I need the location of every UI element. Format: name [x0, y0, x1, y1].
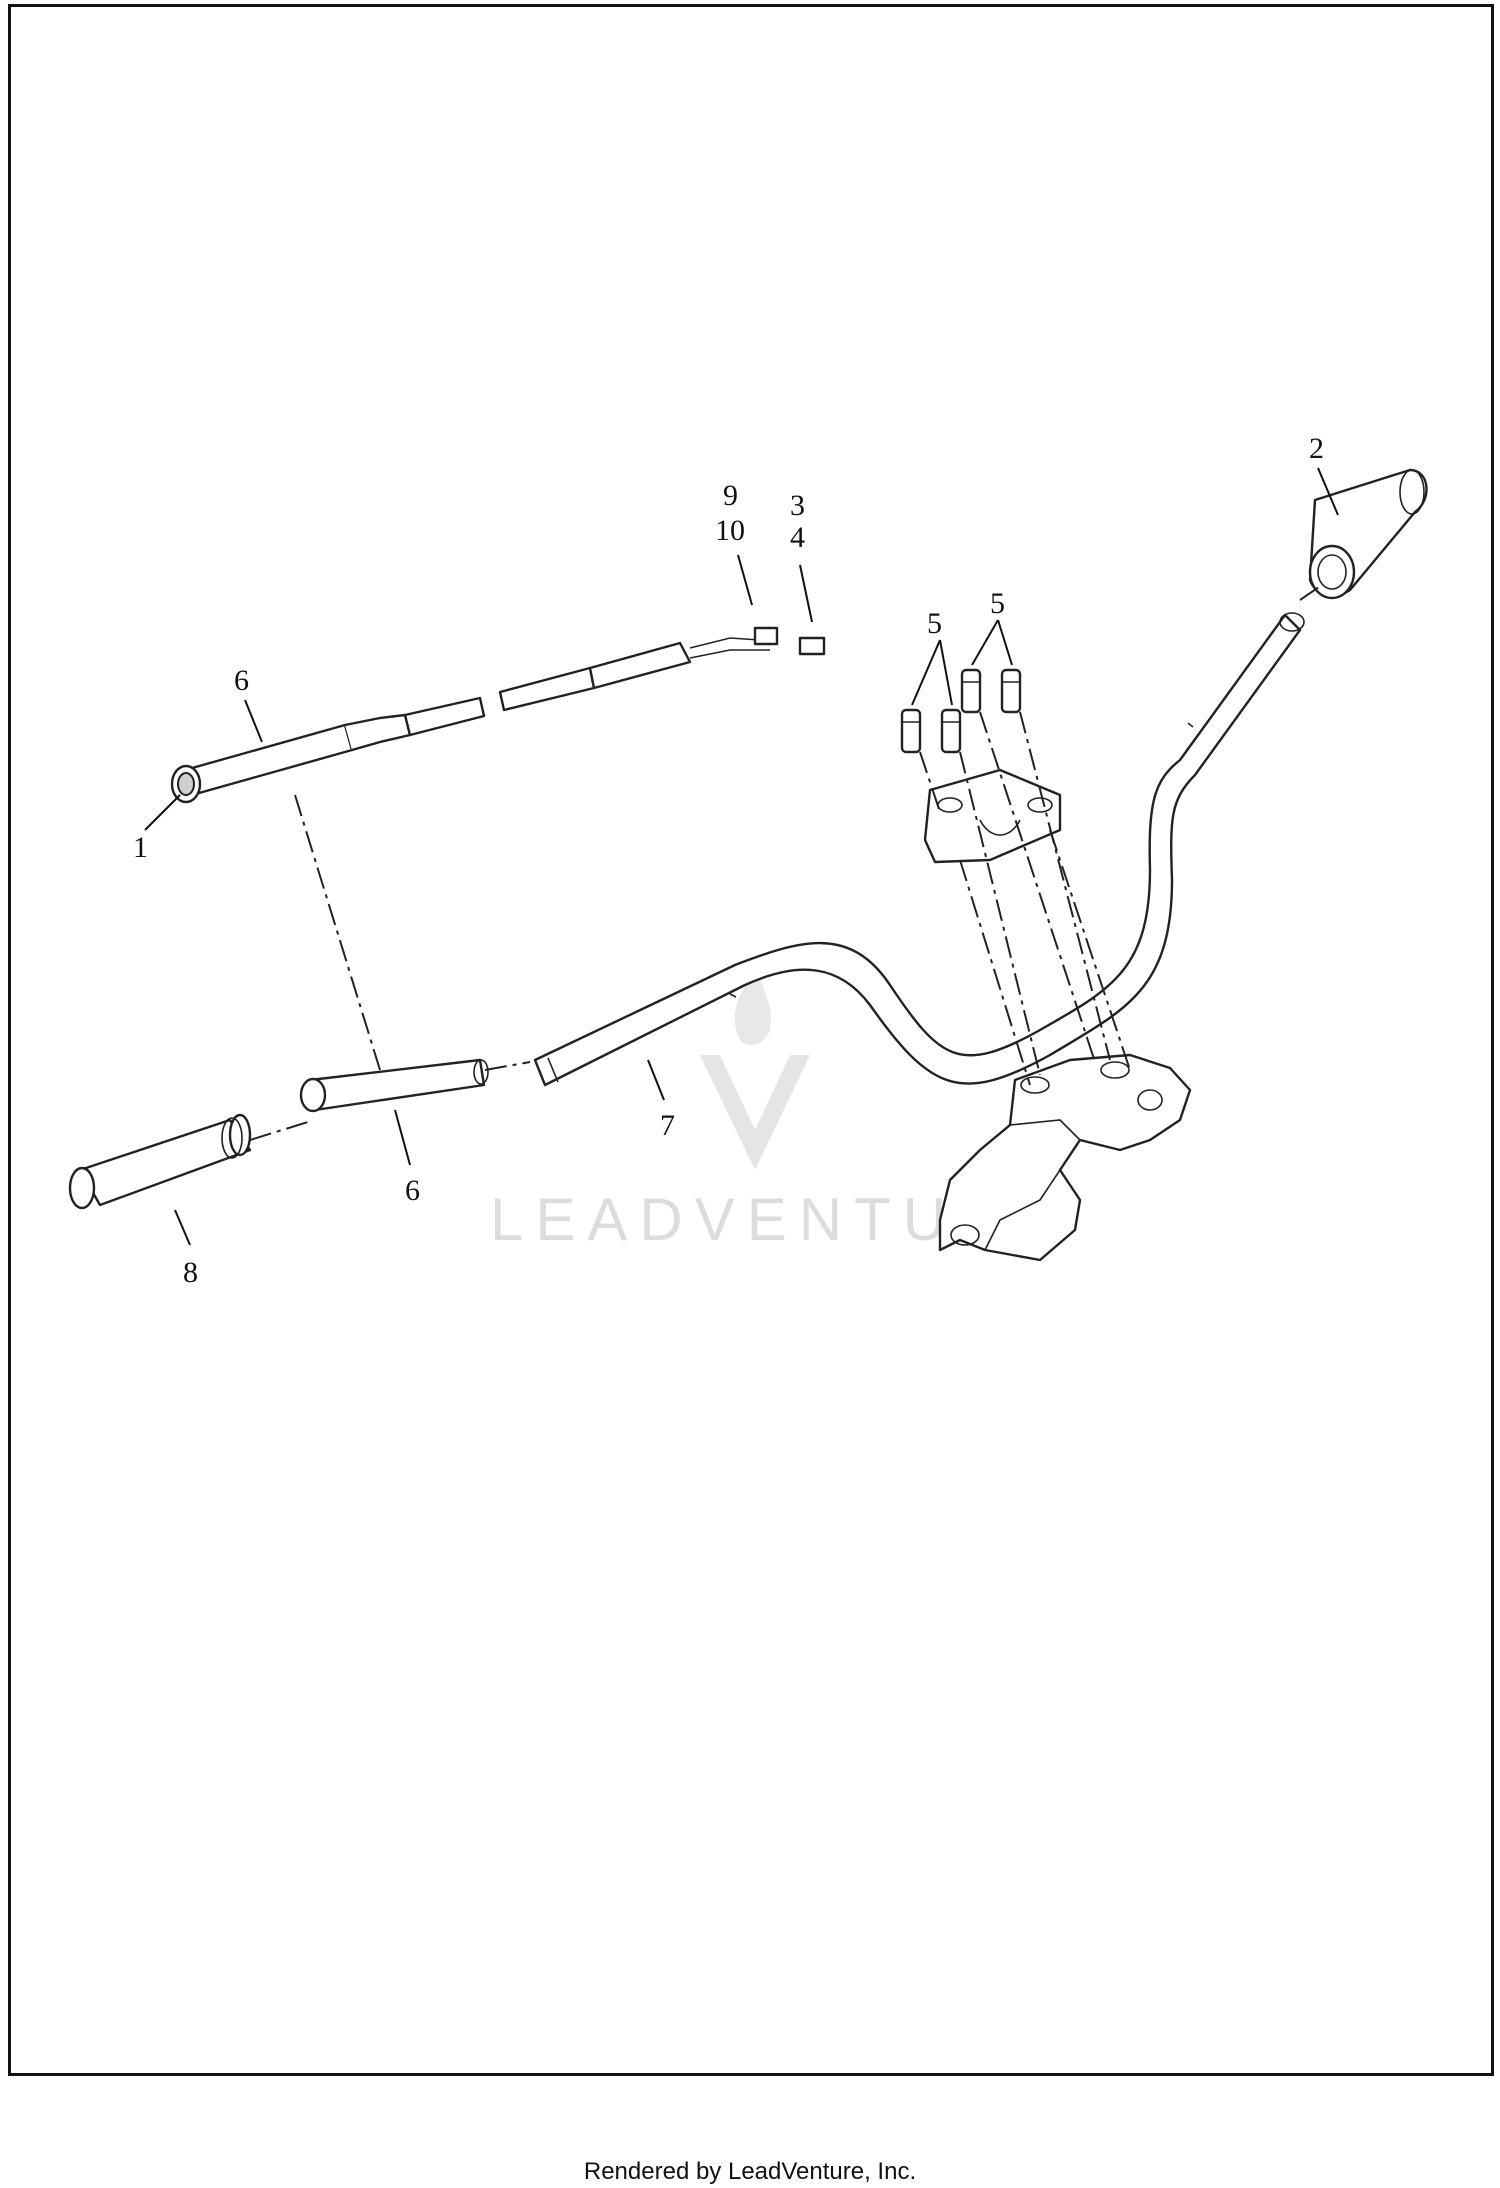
handlebar [533, 612, 1305, 1087]
left-grip [68, 1113, 252, 1210]
callout-5-right: 5 [990, 587, 1005, 620]
footer-credit: Rendered by LeadVenture, Inc. [583, 2158, 917, 2185]
callout-4: 4 [790, 521, 805, 554]
callout-3: 3 [790, 489, 805, 522]
throttle-sleeve [299, 1058, 489, 1113]
alignment-lines [249, 584, 1323, 1141]
bolt [940, 708, 962, 754]
callout-7: 7 [660, 1109, 675, 1142]
diagram-frame [8, 4, 1494, 2076]
upper-clamp [923, 768, 1062, 864]
callout-6-upper: 6 [234, 664, 249, 697]
callout-8: 8 [183, 1256, 198, 1289]
riser-lower-clamp [938, 1053, 1192, 1262]
callout-1: 1 [133, 831, 148, 864]
callout-9: 9 [723, 479, 738, 512]
callout-labels: 1 2 3 4 5 5 6 6 7 8 9 10 [133, 432, 1324, 1289]
bolt [900, 708, 922, 754]
grip-heater-upper [170, 626, 826, 804]
bolt [1000, 668, 1022, 714]
callout-5-left: 5 [927, 607, 942, 640]
mounting-bolts [900, 668, 1022, 754]
callout-10: 10 [715, 514, 745, 547]
bolt [960, 668, 982, 714]
leader-lines [144, 467, 1339, 1246]
callout-2: 2 [1309, 432, 1324, 465]
callout-6-lower: 6 [405, 1174, 420, 1207]
